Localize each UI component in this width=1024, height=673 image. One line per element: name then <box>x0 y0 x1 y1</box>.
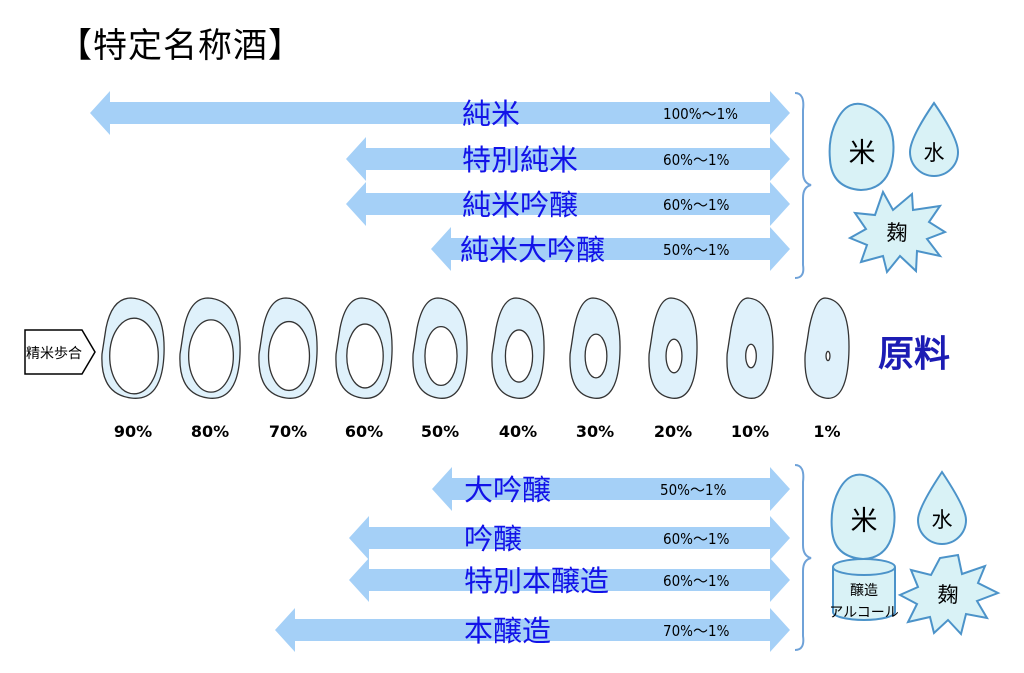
alcohol-label-line2: アルコール <box>829 605 899 621</box>
rice-grain-0 <box>101 297 165 399</box>
pure-rice-ratio-0: 100%～1% <box>663 105 738 123</box>
polishing-ratio-tag: 精米歩合 <box>24 329 96 375</box>
brewed-alcohol-ratio-2: 60%～1% <box>663 572 730 590</box>
water-drop-icon-bottom: 水 <box>916 470 968 545</box>
pure-rice-name-3: 純米大吟醸 <box>460 233 605 267</box>
koji-label-bottom: 麹 <box>938 583 959 607</box>
brewed-alcohol-arrow-0 <box>432 467 790 511</box>
brewed-alcohol-name-1: 吟醸 <box>464 522 522 556</box>
rice-grain-icon-bottom: 米 <box>830 473 896 561</box>
polishing-ratio-value-7: 20% <box>654 422 692 441</box>
pure-rice-ratio-1: 60%～1% <box>663 151 730 169</box>
brewed-alcohol-name-2: 特別本醸造 <box>464 564 609 598</box>
water-label-top: 水 <box>924 141 945 165</box>
polishing-ratio-values: 90% 80% 70% 60% 50% 40% 30% 20% 10% 1% <box>114 422 841 441</box>
rice-grain-3 <box>335 297 393 399</box>
pure-rice-arrows: 純米 100%～1% 特別純米 60%～1% 純米吟醸 60%～1% 純米大吟醸 50%～1% <box>90 91 790 271</box>
pure-rice-arrow-3 <box>431 227 790 271</box>
bottom-brace <box>794 464 812 651</box>
brewed-alcohol-ratio-0: 50%～1% <box>660 481 727 499</box>
rice-grain-8 <box>726 297 774 399</box>
brewed-alcohol-name-3: 本醸造 <box>464 614 551 648</box>
rice-grain-1 <box>179 297 241 399</box>
pure-rice-name-1: 特別純米 <box>462 143 578 177</box>
pure-rice-arrow-1 <box>346 137 790 181</box>
rice-grain-2 <box>258 297 318 399</box>
polishing-ratio-value-9: 1% <box>813 422 840 441</box>
brewed-alcohol-arrow-3 <box>275 608 790 652</box>
rice-grain-6 <box>569 297 621 399</box>
rice-grain-7 <box>648 297 698 399</box>
brewed-alcohol-arrow-2 <box>349 558 790 602</box>
pure-rice-name-0: 純米 <box>462 97 520 131</box>
koji-burst-icon-bottom: 麹 <box>897 553 1001 637</box>
rice-label-top: 米 <box>849 138 876 169</box>
water-label-bottom: 水 <box>932 508 953 532</box>
pure-rice-ratio-3: 50%～1% <box>663 241 730 259</box>
brewed-alcohol-name-0: 大吟醸 <box>464 473 551 507</box>
rice-label-bottom: 米 <box>851 506 878 537</box>
polishing-ratio-value-5: 40% <box>499 422 537 441</box>
rice-grain-9 <box>804 297 850 399</box>
water-drop-icon-top: 水 <box>908 101 960 177</box>
polishing-ratio-value-8: 10% <box>731 422 769 441</box>
page-title: 【特定名称酒】 <box>58 26 303 66</box>
pure-rice-arrow-0 <box>90 91 790 135</box>
pure-rice-name-2: 純米吟醸 <box>462 188 578 222</box>
rice-grain-icon-top: 米 <box>828 102 895 192</box>
polishing-ratio-value-2: 70% <box>269 422 307 441</box>
brewed-alcohol-can-icon: 醸造 アルコール <box>829 558 899 621</box>
koji-burst-icon-top: 麹 <box>847 189 948 275</box>
brewed-alcohol-ratio-1: 60%～1% <box>663 530 730 548</box>
brewed-alcohol-arrows: 大吟醸 50%～1% 吟醸 60%～1% 特別本醸造 60%～1% 本醸造 70%～1% <box>275 467 790 652</box>
alcohol-label-line1: 醸造 <box>850 583 878 599</box>
rice-grain-4 <box>412 297 468 399</box>
koji-label-top: 麹 <box>887 221 908 245</box>
rice-grain-row <box>101 297 850 399</box>
polishing-ratio-value-0: 90% <box>114 422 152 441</box>
brewed-alcohol-ratio-3: 70%～1% <box>663 622 730 640</box>
polishing-ratio-value-4: 50% <box>421 422 459 441</box>
pure-rice-ratio-2: 60%～1% <box>663 196 730 214</box>
polishing-ratio-label: 精米歩合 <box>26 346 82 362</box>
polishing-ratio-value-1: 80% <box>191 422 229 441</box>
pure-rice-arrow-2 <box>346 182 790 226</box>
polishing-ratio-value-3: 60% <box>345 422 383 441</box>
brewed-alcohol-arrow-1 <box>349 516 790 560</box>
rice-grain-5 <box>491 297 545 399</box>
raw-materials-label: 原料 <box>878 334 950 375</box>
top-brace <box>794 92 812 279</box>
polishing-ratio-value-6: 30% <box>576 422 614 441</box>
